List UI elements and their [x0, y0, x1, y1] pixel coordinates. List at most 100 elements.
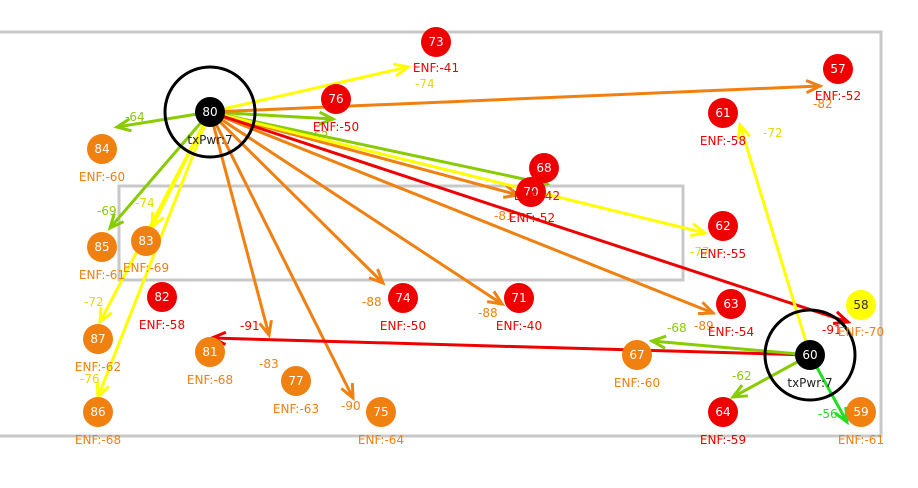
node-82[interactable]: 82 [147, 282, 177, 312]
link-80-62: -77 [209, 110, 710, 259]
node-enf-label: ENF:-40 [496, 319, 542, 333]
node-64[interactable]: 64 [708, 397, 738, 427]
node-dot [147, 282, 177, 312]
link-line [738, 124, 812, 356]
node-71[interactable]: 71 [504, 283, 534, 313]
node-dot [708, 98, 738, 128]
node-85[interactable]: 85 [87, 232, 117, 262]
arrow-head [648, 334, 667, 350]
node-enf-label: ENF:-60 [614, 376, 660, 390]
node-id: 68 [536, 161, 551, 175]
arrow-head [392, 62, 412, 78]
hub-range-ring-80 [163, 65, 257, 159]
node-76[interactable]: 76 [321, 84, 351, 114]
node-dot [87, 134, 117, 164]
node-75[interactable]: 75 [366, 397, 396, 427]
link-80-57: -82 [209, 79, 833, 114]
hub-id: 60 [802, 348, 817, 362]
link-line [116, 110, 211, 129]
arrow-head [340, 382, 355, 402]
hub-id: 80 [202, 105, 217, 119]
arrow-head [486, 290, 506, 307]
hub-node-60[interactable]: 60 [795, 340, 825, 370]
link-line [98, 111, 212, 323]
link-rssi-label: -74 [135, 196, 155, 210]
arrow-head [98, 306, 113, 326]
node-57[interactable]: 57 [823, 54, 853, 84]
arrow-head [805, 79, 824, 95]
node-enf-label: ENF:-62 [75, 360, 121, 374]
node-id: 59 [853, 405, 868, 419]
node-enf-label: ENF:-68 [187, 373, 233, 387]
node-dot [846, 397, 876, 427]
node-dot [321, 84, 351, 114]
node-enf-label: ENF:-59 [700, 433, 746, 447]
link-80-58: -91 [209, 110, 852, 337]
node-58[interactable]: 58 [846, 290, 876, 320]
node-86[interactable]: 86 [83, 397, 113, 427]
node-77[interactable]: 77 [281, 366, 311, 396]
link-rssi-label: -90 [341, 399, 361, 413]
node-63[interactable]: 63 [716, 289, 746, 319]
link-line [209, 110, 706, 235]
node-67[interactable]: 67 [622, 340, 652, 370]
node-dot [131, 226, 161, 256]
enf-label-extra: ENF:-52 [509, 211, 555, 225]
node-id: 73 [428, 35, 443, 49]
node-dot [622, 340, 652, 370]
link-rssi-label: -62 [732, 369, 752, 383]
node-id: 83 [138, 234, 153, 248]
node-id: 61 [715, 106, 730, 120]
link-80-84: -64 [113, 110, 211, 133]
link-rssi-label: -72 [763, 126, 783, 140]
node-81[interactable]: 81 [195, 337, 225, 367]
node-enf-label: ENF:-70 [838, 325, 884, 339]
node-68[interactable]: 68 [529, 153, 559, 183]
arrow-head [697, 301, 717, 316]
link-rssi-label: -82 [813, 97, 833, 111]
node-dot [708, 397, 738, 427]
link-80-63: -89 [209, 110, 717, 333]
node-dot [195, 337, 225, 367]
link-rssi-label: -81 [494, 209, 514, 223]
inner-frame [117, 184, 685, 282]
node-id: 76 [328, 92, 343, 106]
node-87[interactable]: 87 [83, 324, 113, 354]
node-59[interactable]: 59 [846, 397, 876, 427]
node-id: 87 [90, 332, 105, 346]
node-73[interactable]: 73 [421, 27, 451, 57]
node-62[interactable]: 62 [708, 211, 738, 241]
node-enf-label: ENF:-68 [75, 433, 121, 447]
link-rssi-label: -77 [690, 245, 710, 259]
hub-node-80[interactable]: 80 [195, 97, 225, 127]
link-rssi-label: -83 [259, 357, 279, 371]
arrow-head [832, 310, 852, 326]
node-dot [87, 232, 117, 262]
link-rssi-label: -91 [240, 319, 260, 333]
node-id: 64 [715, 405, 730, 419]
rings-layer [163, 65, 857, 402]
node-61[interactable]: 61 [708, 98, 738, 128]
link-rssi-label: -64 [125, 110, 145, 124]
node-74[interactable]: 74 [388, 283, 418, 313]
node-70[interactable]: 70 [516, 177, 546, 207]
hub-dot [195, 97, 225, 127]
link-rssi-label: -74 [415, 77, 435, 91]
node-dot [388, 283, 418, 313]
link-line [211, 336, 811, 357]
node-dot [846, 290, 876, 320]
node-enf-label: ENF:-60 [79, 170, 125, 184]
node-id: 81 [202, 345, 217, 359]
node-84[interactable]: 84 [87, 134, 117, 164]
node-83[interactable]: 83 [131, 226, 161, 256]
node-dot [83, 397, 113, 427]
node-id: 77 [288, 374, 303, 388]
node-id: 75 [373, 405, 388, 419]
hub-range-ring-60 [763, 308, 857, 402]
node-dot [421, 27, 451, 57]
link-line [108, 111, 212, 229]
node-enf-label: ENF:-63 [273, 402, 319, 416]
link-line [209, 65, 409, 114]
node-enf-label: ENF:-64 [358, 433, 404, 447]
